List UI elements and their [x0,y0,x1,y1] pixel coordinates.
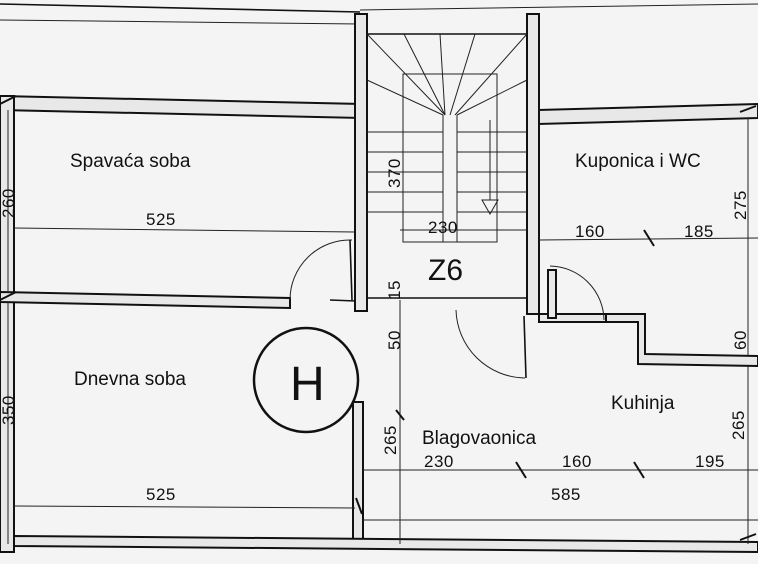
top-wall [0,3,758,25]
dim-kitchen-step: 60 [731,330,750,350]
dim-living-width: 525 [146,485,176,504]
doors [289,239,605,379]
dining-partition [352,401,364,545]
stair-tag: Z6 [428,254,463,287]
dim-bath-right: 185 [684,222,714,241]
dimension-lines [0,95,758,544]
dim-dining-b: 160 [562,452,592,471]
room-bedroom-label: Spavaća soba [70,151,191,172]
room-bathroom-label: Kuponica i WC [575,151,701,172]
dim-landing-50: 50 [385,330,404,350]
dim-kitchen-height: 265 [729,410,748,440]
dim-landing-15: 15 [385,280,404,300]
dim-bedroom-height: 260 [0,188,18,218]
floor-mark-letter: H [290,358,325,411]
floor-mark: H [252,326,360,434]
dim-dining-a: 230 [424,452,454,471]
dim-bath-height: 275 [731,190,750,220]
bathroom-walls [538,269,758,368]
dim-dining-c: 195 [695,452,725,471]
room-living-label: Dnevna soba [74,369,186,390]
dim-bedroom-width: 525 [146,210,176,229]
room-kitchen-label: Kuhinja [611,393,675,414]
stair-shaft [354,13,540,315]
stair-arrow-icon [481,199,499,216]
upper-wall [0,94,758,126]
room-dining-label: Blagovaonica [422,428,537,449]
left-wall [0,95,15,553]
dim-dining-total: 585 [551,485,581,504]
middle-wall [0,290,357,310]
dim-dining-height: 265 [381,425,400,455]
bottom-wall [13,534,758,554]
dim-stair-width: 230 [428,218,458,237]
dim-stair-length: 370 [385,158,404,188]
staircase [366,33,528,243]
dim-living-height: 350 [0,395,18,425]
dim-bath-width: 160 [575,222,605,241]
